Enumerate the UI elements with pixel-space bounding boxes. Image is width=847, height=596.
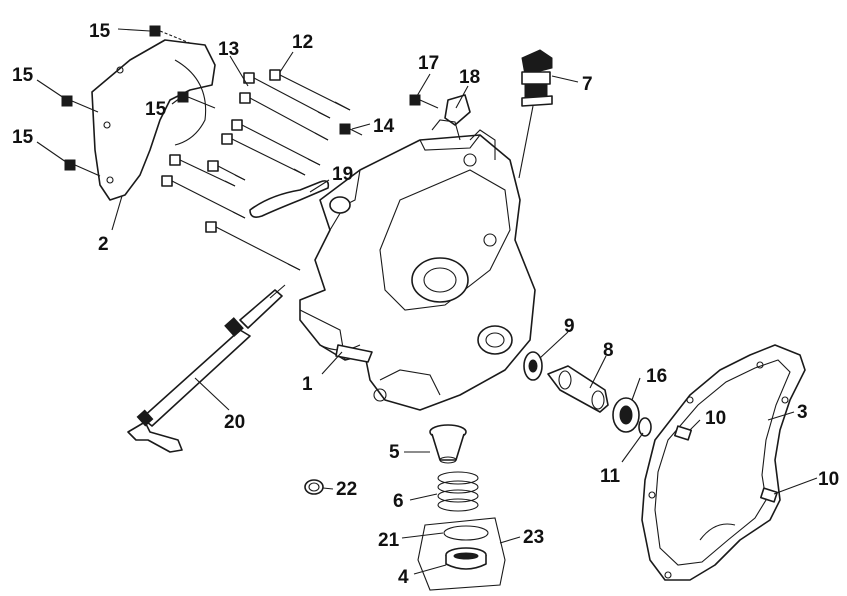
part-shaft-8	[547, 365, 609, 413]
label-11: 11	[600, 466, 621, 487]
part-shaft-20	[127, 284, 286, 453]
label-15-top: 15	[89, 21, 111, 42]
label-14: 14	[373, 116, 395, 137]
label-21: 21	[378, 530, 400, 551]
part-filter-5	[429, 424, 467, 464]
part-long-bolts	[161, 69, 439, 271]
part-spring-6	[437, 471, 479, 512]
label-6: 6	[393, 491, 404, 512]
label-12: 12	[292, 32, 313, 53]
label-10-lower: 10	[818, 469, 839, 490]
part-cover-plate-left	[91, 39, 216, 201]
part-bearing-16	[612, 397, 640, 433]
part-dipstick-7	[518, 49, 553, 179]
label-3: 3	[797, 402, 808, 423]
part-bracket-18	[444, 94, 471, 126]
label-2: 2	[98, 234, 109, 255]
part-dowel-pins-10	[673, 425, 779, 503]
label-17: 17	[418, 53, 439, 74]
label-13: 13	[218, 39, 239, 60]
label-16: 16	[646, 366, 667, 387]
label-5: 5	[389, 442, 400, 463]
part-bolts-15	[61, 25, 216, 177]
label-19: 19	[332, 164, 353, 185]
label-4: 4	[398, 567, 409, 588]
label-15-middle: 15	[145, 99, 167, 120]
part-ring-22	[304, 479, 324, 495]
label-9: 9	[564, 316, 575, 337]
callout-labels: 15 15 15 15 13 12 17 18 7 14 19 2 1 20 9…	[12, 21, 839, 588]
leader-lines	[36, 28, 818, 575]
label-15-left-lower: 15	[12, 127, 34, 148]
part-washer-11	[638, 417, 652, 437]
part-drain-plug-set-23	[417, 517, 506, 591]
label-18: 18	[459, 67, 480, 88]
part-clip-19	[249, 180, 330, 218]
part-crankcase-1	[299, 119, 536, 411]
label-1: 1	[302, 374, 313, 395]
label-20: 20	[224, 412, 245, 433]
label-8: 8	[603, 340, 614, 361]
label-15-left-upper: 15	[12, 65, 34, 86]
label-22: 22	[336, 479, 357, 500]
part-seal-9	[523, 351, 543, 381]
label-7: 7	[582, 74, 593, 95]
label-10-upper: 10	[705, 408, 726, 429]
label-23: 23	[523, 527, 544, 548]
